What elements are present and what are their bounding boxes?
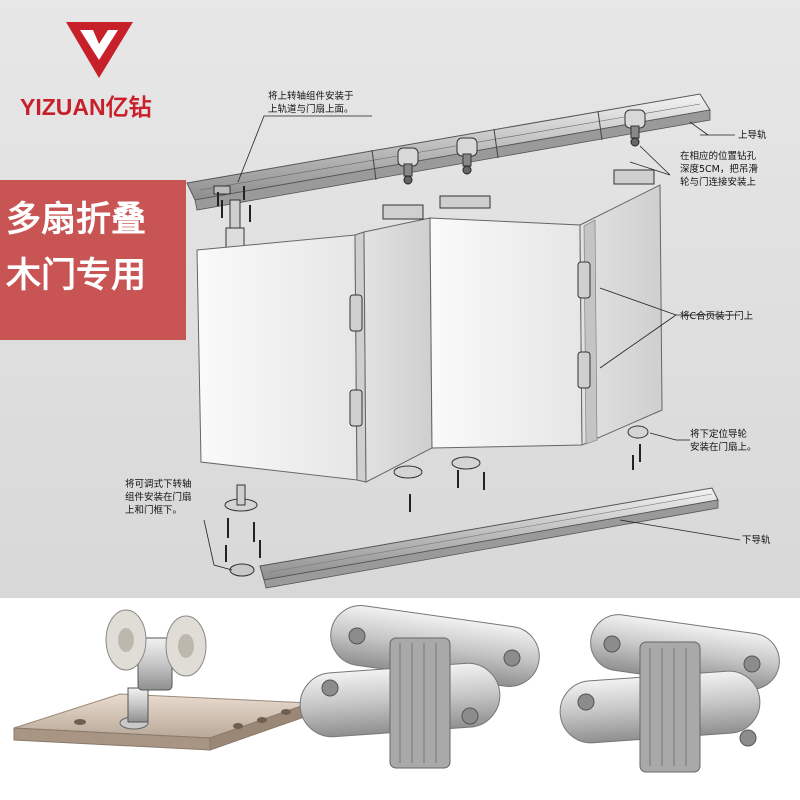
logo-mark-icon xyxy=(66,22,133,78)
invisible-hinge-photo xyxy=(559,614,780,773)
promo-line-1: 多扇折叠 xyxy=(6,200,147,240)
c-hinge xyxy=(577,351,591,389)
callout-bottom-pivot: 将可调式下转轴 组件安装在门扇 上和门框下。 xyxy=(125,479,192,516)
invisible-hinge-photo xyxy=(299,605,540,769)
callout-leaders xyxy=(203,115,741,571)
top-bracket xyxy=(613,169,655,185)
brand-logo: YIZUAN亿钻 xyxy=(8,10,178,120)
c-hinge xyxy=(349,294,363,332)
installation-diagram: YIZUAN亿钻 多扇折叠 木门专用 将上转轴组件安装于 上轨道与门扇上面。 上… xyxy=(0,0,800,598)
callout-bottom-guide: 将下定位导轮 安装在门扇上。 xyxy=(690,429,757,453)
callout-upper-rail: 上导轨 xyxy=(738,130,767,141)
callout-lower-rail: 下导轨 xyxy=(742,535,771,546)
hanging-wheel xyxy=(456,137,478,175)
c-hinge xyxy=(577,261,591,299)
product-photos xyxy=(0,598,800,800)
lower-rail xyxy=(259,487,719,589)
door-panel xyxy=(579,184,663,446)
promo-line-2: 木门专用 xyxy=(6,256,147,296)
hanging-roller-photo xyxy=(13,609,311,751)
c-hinge xyxy=(349,389,363,427)
door-panel xyxy=(363,217,433,483)
hanging-wheel xyxy=(397,147,419,185)
hanging-wheel xyxy=(624,109,646,147)
top-bracket xyxy=(439,195,491,209)
callout-c-hinge: 将C合页装于门上 xyxy=(680,311,754,322)
bottom-guide-wheel xyxy=(393,425,649,479)
bottom-pivot-assembly xyxy=(224,484,258,577)
door-panel xyxy=(196,231,367,483)
top-bracket xyxy=(382,204,424,220)
product-photos-drawing xyxy=(13,605,780,773)
callout-top-pivot: 将上转轴组件安装于 上轨道与门扇上面。 xyxy=(268,91,354,115)
door-panel xyxy=(429,217,583,449)
promo-banner: 多扇折叠 木门专用 xyxy=(0,180,186,340)
screws xyxy=(217,186,641,562)
upper-rail xyxy=(186,93,711,211)
top-pivot-assembly xyxy=(213,185,251,249)
diagram-drawing xyxy=(186,93,741,589)
callout-drill: 在相应的位置钻孔 深度5CM，把吊滑 轮与门连接安装上 xyxy=(680,151,758,188)
brand-name: YIZUAN亿钻 xyxy=(20,94,152,120)
